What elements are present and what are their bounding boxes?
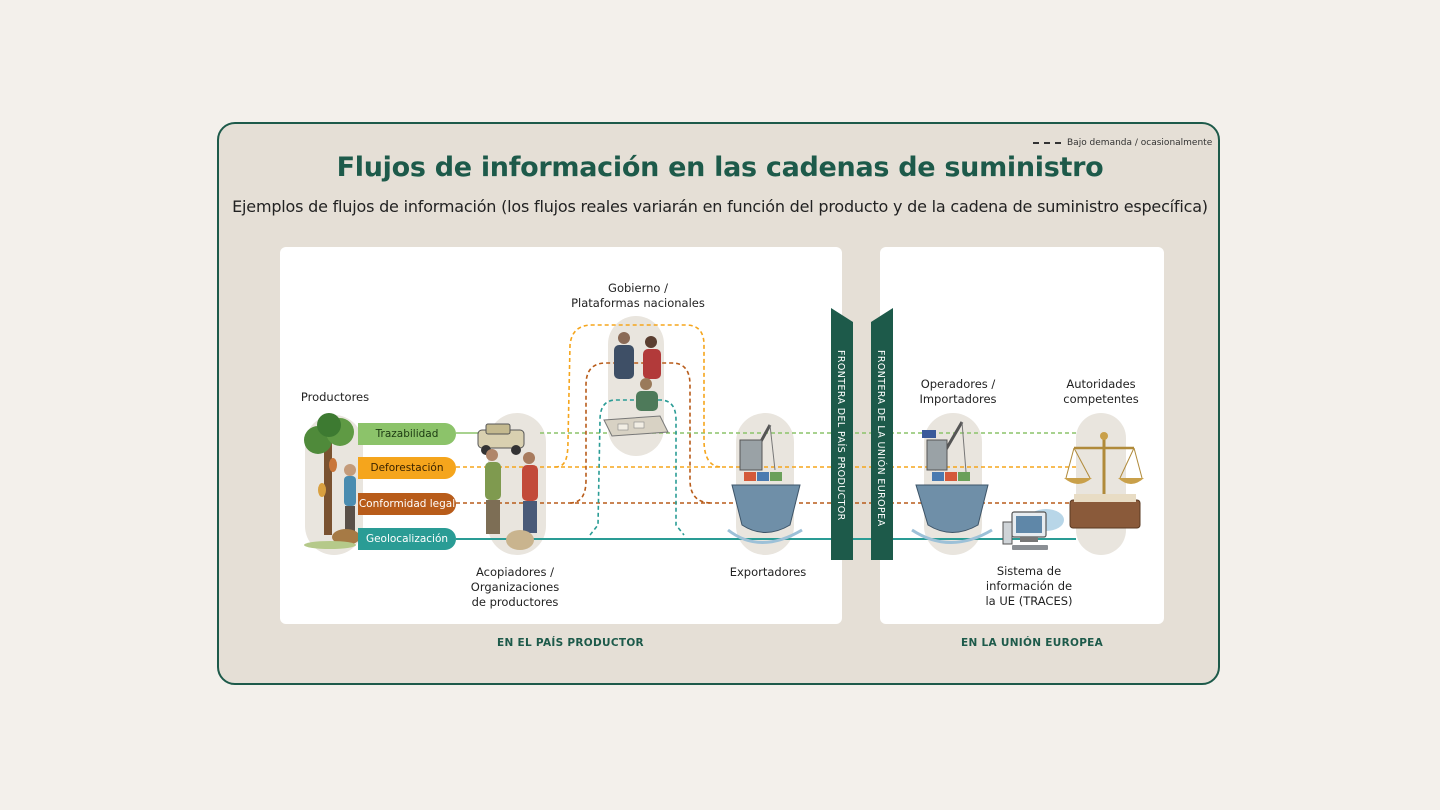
government-icon xyxy=(603,332,669,437)
exporters-label: Exportadores xyxy=(729,565,807,579)
eu-border-banner xyxy=(871,308,893,560)
authorities-label-line1: Autoridades xyxy=(1066,377,1136,391)
page-subtitle: Ejemplos de flujos de información (los f… xyxy=(232,197,1208,216)
authorities-label: Autoridades competentes xyxy=(1054,377,1148,407)
traces-label: Sistema de información de la UE (TRACES) xyxy=(978,564,1080,609)
producer-tree-icon xyxy=(304,413,360,549)
page-title: Flujos de información en las cadenas de … xyxy=(336,152,1104,183)
producer-border-label: FRONTERA DEL PAÍS PRODUCTOR xyxy=(835,350,846,521)
legend: Bajo demanda / ocasionalmente xyxy=(1033,138,1212,148)
scales-of-justice-icon xyxy=(1064,432,1144,529)
exporters-ship-icon xyxy=(727,424,803,544)
operators-label-line2: Importadores xyxy=(919,392,997,406)
government-label-line2: Plataformas nacionales xyxy=(571,296,705,310)
producer-border-banner xyxy=(831,308,853,560)
traces-label-line2: información de xyxy=(985,579,1073,593)
eu-border-label: FRONTERA DE LA UNIÓN EUROPEA xyxy=(875,350,886,527)
flow-pill-deforestacion: Deforestación xyxy=(358,457,456,479)
operators-ship-icon xyxy=(911,421,993,544)
section-label-producer-country: EN EL PAÍS PRODUCTOR xyxy=(497,637,644,649)
flow-pill-conformidad-legal: Conformidad legal xyxy=(358,493,456,515)
collectors-label-line3: de productores xyxy=(471,595,559,609)
gov-red-loop xyxy=(569,362,713,504)
government-label-line1: Gobierno / xyxy=(608,281,668,295)
authorities-label-line2: competentes xyxy=(1063,392,1139,406)
collectors-label-line2: Organizaciones xyxy=(470,580,560,594)
collectors-label: Acopiadores / Organizaciones de producto… xyxy=(455,565,575,610)
legend-label: Bajo demanda / ocasionalmente xyxy=(1067,138,1213,148)
collectors-label-line1: Acopiadores / xyxy=(476,565,554,579)
traces-label-line3: la UE (TRACES) xyxy=(985,594,1073,608)
gov-orange-loop xyxy=(554,324,723,468)
government-label: Gobierno / Plataformas nacionales xyxy=(568,281,708,311)
dashed-line-legend-icon xyxy=(1033,142,1061,144)
section-label-eu: EN LA UNIÓN EUROPEA xyxy=(961,637,1104,649)
operators-label: Operadores / Importadores xyxy=(910,377,1006,407)
collectors-icon xyxy=(477,423,538,550)
traces-label-line1: Sistema de xyxy=(996,564,1062,578)
operators-label-line1: Operadores / xyxy=(920,377,996,391)
producers-label: Productores xyxy=(300,390,370,404)
flow-pill-geolocalizacion: Geolocalización xyxy=(358,528,456,550)
traces-computer-icon xyxy=(1002,509,1064,550)
flow-pill-trazabilidad: Trazabilidad xyxy=(358,423,456,445)
